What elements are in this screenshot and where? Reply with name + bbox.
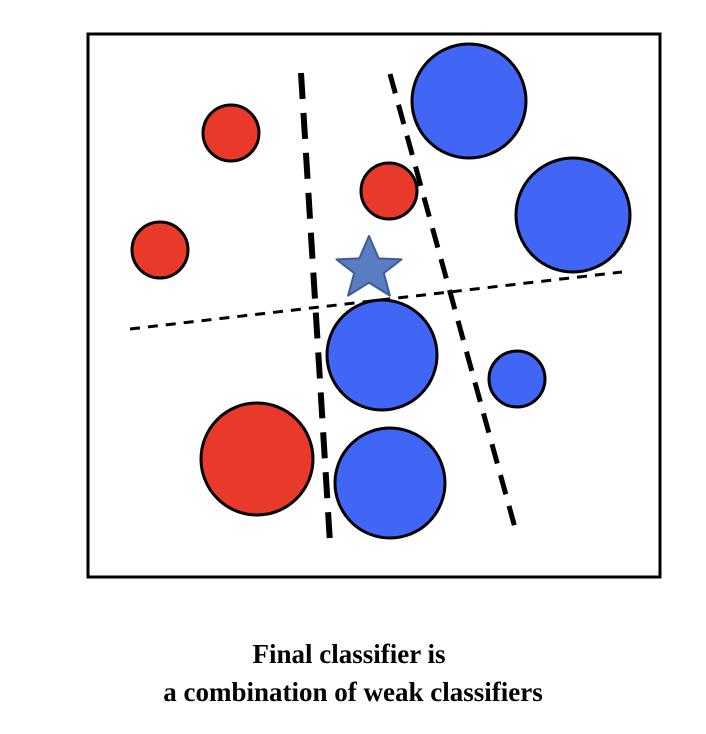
blue-point — [487, 349, 547, 409]
weak-classifier-boundary-2 — [387, 73, 520, 536]
red-point — [199, 401, 315, 517]
query-star — [335, 235, 403, 297]
caption-line-2: a combination of weak classifiers — [163, 677, 543, 707]
red-point — [359, 161, 419, 221]
red-point — [130, 220, 190, 280]
red-point — [201, 103, 261, 163]
blue-point — [333, 426, 447, 540]
caption-line-1: Final classifier is — [252, 639, 446, 669]
ensemble-diagram — [86, 32, 662, 579]
blue-point — [410, 42, 528, 160]
blue-point — [325, 298, 439, 412]
blue-point — [514, 156, 632, 274]
